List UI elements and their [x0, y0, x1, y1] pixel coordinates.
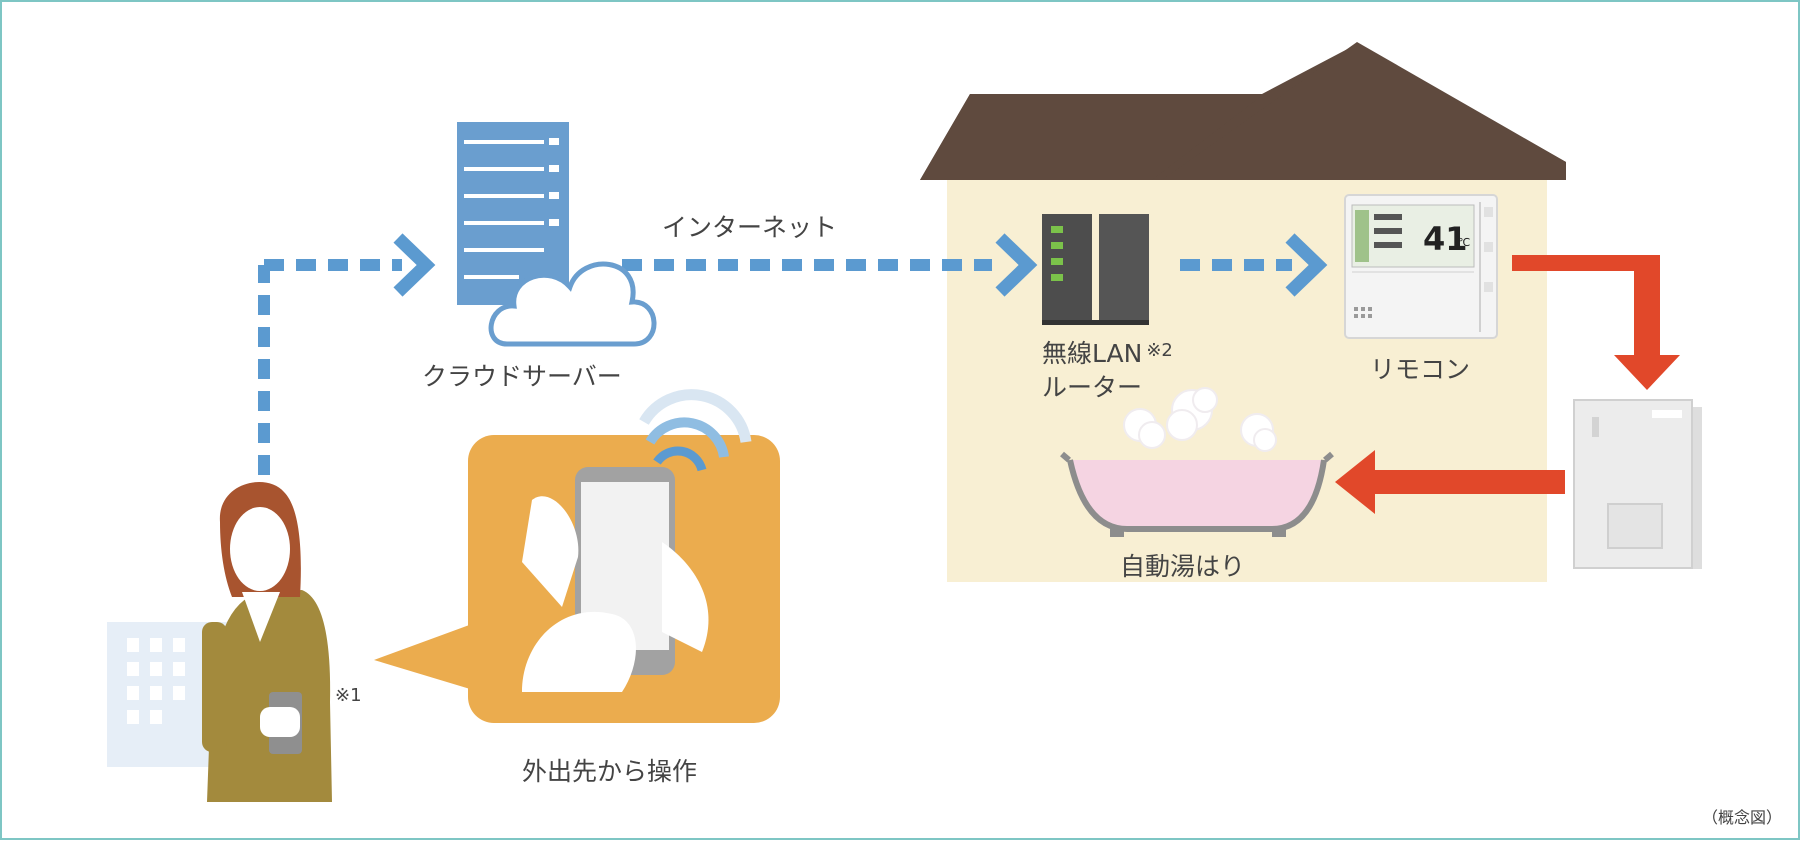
remote-temperature: 41 — [1423, 220, 1468, 258]
remote-controller-icon — [1344, 194, 1498, 339]
arrow-head-to-router — [995, 233, 1038, 297]
person-icon — [202, 482, 332, 802]
dashed-arrows — [258, 233, 1328, 475]
arrow-head-to-remote — [1285, 233, 1328, 297]
hot-water-arrows — [1335, 255, 1680, 514]
router-label-line1: 無線LAN※2 — [1042, 339, 1173, 368]
router-note: ※2 — [1146, 340, 1173, 361]
bathtub-icon — [1060, 451, 1334, 537]
water-heater-icon — [1573, 399, 1702, 569]
arrow-head-to-server — [393, 233, 436, 297]
remote-operation-label: 外出先から操作 — [522, 757, 698, 786]
cloud-icon — [488, 261, 657, 347]
wifi-icon — [639, 389, 752, 472]
smartphone-icon — [522, 467, 709, 692]
arrow-remote-to-heater — [1512, 255, 1680, 390]
concept-note: （概念図） — [1702, 808, 1783, 827]
auto-fill-label: 自動湯はり — [1120, 552, 1246, 581]
remote-temperature-unit: ℃ — [1458, 236, 1471, 249]
internet-label: インターネット — [662, 213, 838, 242]
arrow-heater-to-bath — [1335, 450, 1565, 514]
user-note: ※1 — [335, 685, 362, 706]
remote-label: リモコン — [1370, 355, 1471, 384]
steam-icon — [1123, 387, 1277, 452]
router-icon — [1042, 214, 1149, 325]
cloud-server-label: クラウドサーバー — [422, 362, 622, 391]
router-label-line2: ルーター — [1042, 373, 1143, 402]
